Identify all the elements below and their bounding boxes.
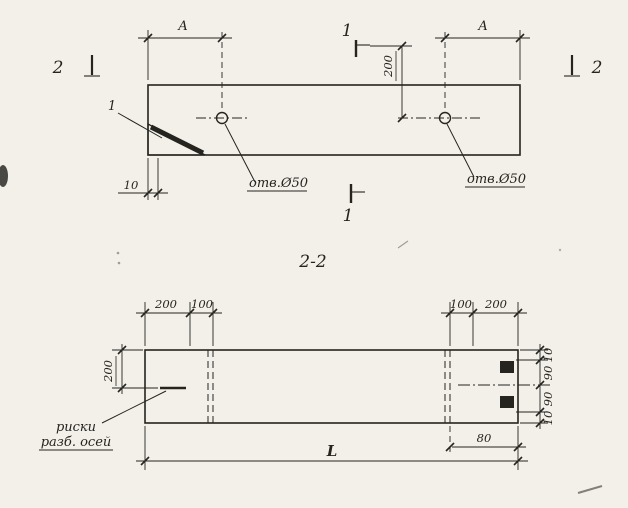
dim-right-10-top: 10 (541, 348, 555, 363)
dim-left-200: 200 (101, 344, 158, 394)
groove-bottom (500, 396, 514, 408)
dim-200-top-label: 200 (381, 55, 395, 78)
note-line1: риски (56, 420, 96, 435)
dim-top-left-100: 100 (191, 297, 213, 311)
section-view: 2-2 риски разб. осей (39, 252, 555, 470)
cut-mark-2-left: 2 (52, 55, 100, 78)
dim-right-90-top: 90 (541, 366, 555, 381)
dim-a-left-label: А (177, 19, 188, 34)
cut-mark-2-right: 2 (564, 55, 602, 78)
dim-a-left: А (138, 19, 232, 108)
cut-1-top-label: 1 (342, 21, 353, 41)
beam-outline (147, 84, 521, 156)
dim-length-label: L (326, 442, 338, 460)
speck-3 (558, 248, 562, 252)
hole-right-callout: отв.Ø50 (446, 123, 526, 188)
dim-80: 80 (445, 426, 526, 452)
dim-10-label: 10 (124, 178, 139, 192)
dim-200-top: 200 (370, 41, 412, 123)
detail-mark-label: 1 (108, 99, 116, 114)
note-line2: разб. осей (41, 435, 112, 450)
smudge-left-edge (0, 165, 8, 187)
layout-axes-note: риски разб. осей (39, 390, 167, 451)
dim-right-chain: 10 90 90 10 (516, 344, 555, 429)
speck-2 (117, 261, 121, 265)
corner-detail (147, 122, 206, 156)
section-title: 2-2 (298, 252, 326, 272)
hole-left-label: отв.Ø50 (249, 176, 308, 191)
hole-left-callout: отв.Ø50 (224, 123, 308, 192)
axis-lines (207, 350, 451, 423)
dim-a-right: А (435, 19, 530, 108)
hole-right (398, 111, 482, 125)
cut-mark-1-top: 1 (342, 21, 370, 57)
dim-right-90-bottom: 90 (541, 392, 555, 407)
cut-mark-1-bottom: 1 (343, 184, 365, 226)
dim-top-right: 100 200 (441, 297, 527, 346)
detail-leader: 1 (108, 99, 163, 139)
hole-right-label: отв.Ø50 (467, 172, 526, 187)
cut-2-right-label: 2 (591, 58, 603, 78)
hole-left (196, 111, 250, 125)
dim-80-label: 80 (477, 431, 492, 445)
dim-a-right-label: А (477, 19, 488, 34)
dim-top-right-200: 200 (484, 297, 507, 311)
cut-2-left-label: 2 (52, 58, 64, 78)
dim-right-10-bottom: 10 (541, 411, 555, 426)
speck-1 (116, 251, 120, 255)
cut-1-bottom-label: 1 (343, 206, 354, 226)
dim-length: L (136, 426, 528, 470)
section-outline (144, 349, 519, 424)
dim-10: 10 (118, 158, 168, 200)
dim-left-200-label: 200 (101, 360, 115, 383)
smudge-bottom-right (577, 485, 603, 494)
dim-top-left-200: 200 (154, 297, 177, 311)
smudge-mid (397, 240, 409, 249)
top-view: 1 А А (52, 19, 603, 226)
dim-top-right-100: 100 (450, 297, 472, 311)
paper-smudges (0, 165, 603, 494)
dim-top-left: 200 100 (136, 297, 222, 346)
groove-top (500, 361, 514, 373)
